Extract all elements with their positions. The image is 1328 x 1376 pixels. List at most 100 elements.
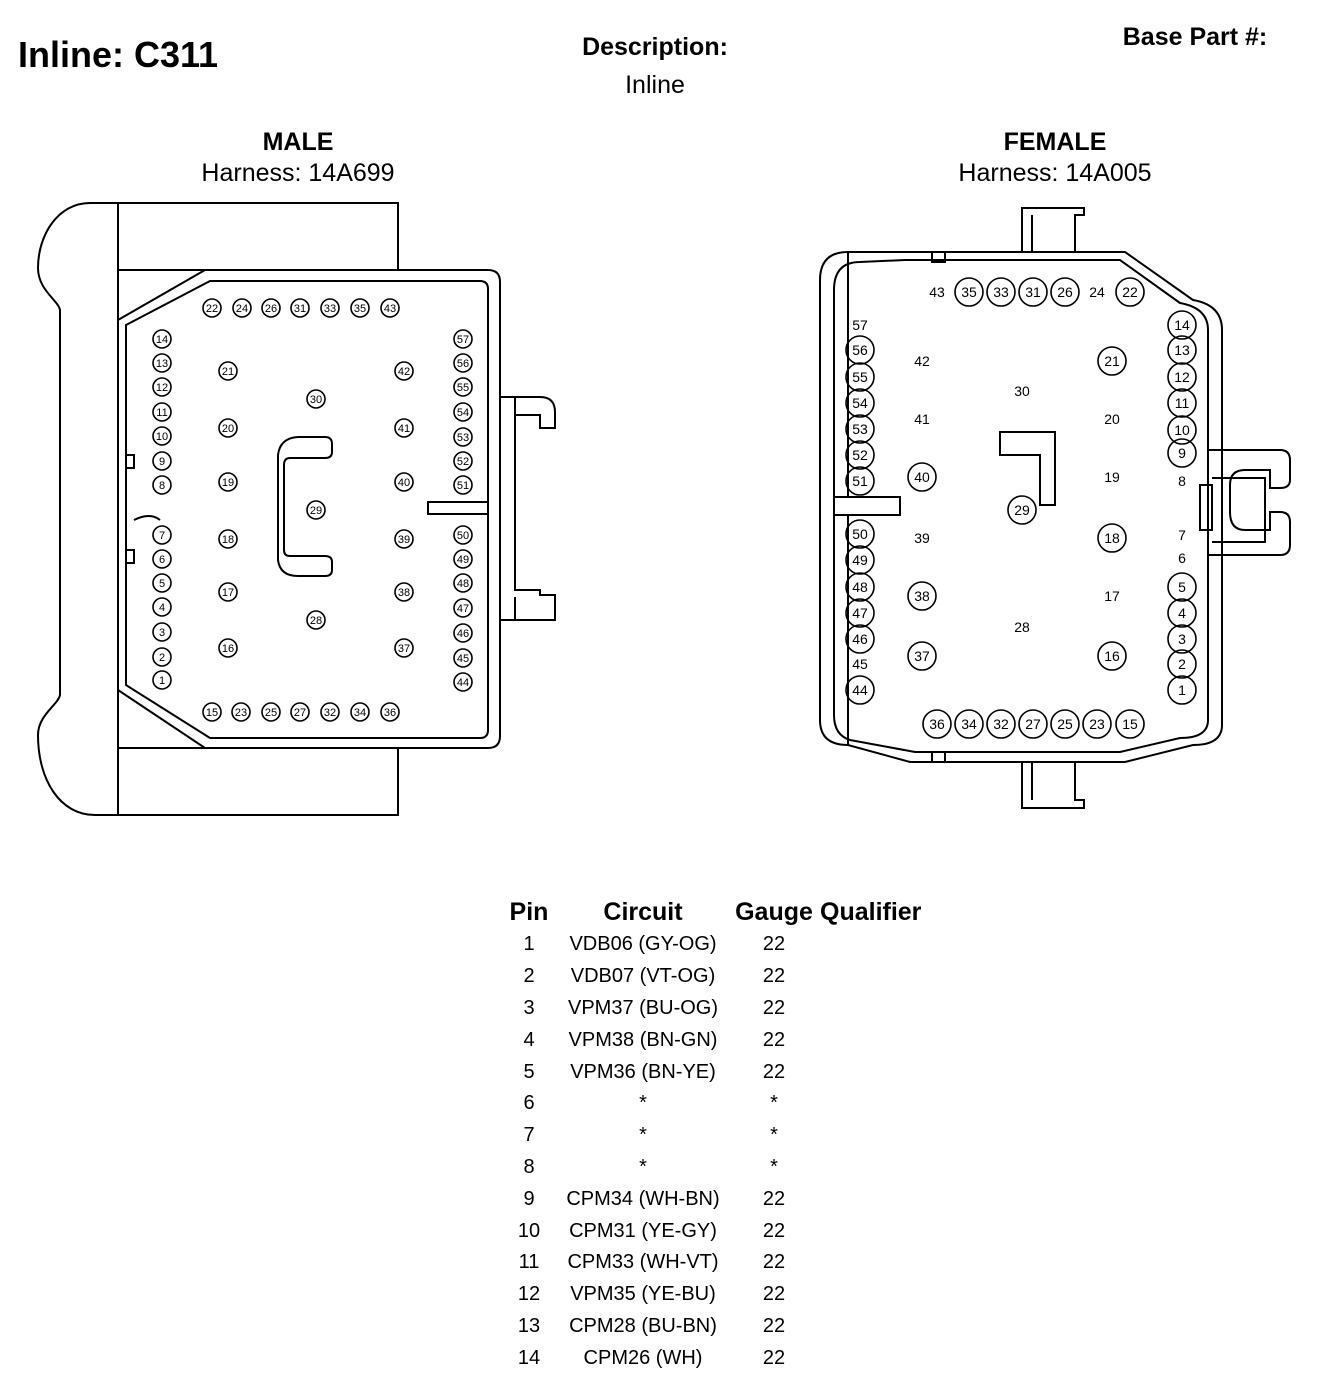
female-pin-label: 12	[1174, 369, 1190, 385]
male-pin-label: 1	[159, 675, 165, 687]
male-pin-circle	[453, 598, 473, 618]
female-pin-label: 30	[1014, 383, 1030, 399]
female-title: FEMALE	[1003, 128, 1107, 156]
male-pin-label: 7	[159, 530, 165, 542]
female-pin-label: 2	[1178, 656, 1186, 672]
male-pin-circle	[152, 475, 172, 495]
qualifier-cell	[820, 1152, 930, 1184]
pin-cell: 12	[517, 1283, 541, 1306]
male-pin-layer: 1234567891011121314151617181920212223242…	[152, 298, 473, 722]
gauge-cell: 22	[762, 1028, 786, 1051]
female-pin-label: 53	[852, 421, 868, 437]
female-pin-circle	[1115, 277, 1145, 307]
female-pin-label: 47	[852, 605, 868, 621]
female-pin-circle	[954, 277, 984, 307]
male-pin-circle	[152, 622, 172, 642]
gauge-cell: *	[770, 1155, 778, 1178]
male-pin-label: 16	[222, 643, 234, 655]
female-pin-label: 41	[914, 411, 930, 427]
female-harness: Harness: 14A005	[958, 159, 1152, 187]
female-pin-label: 17	[1104, 588, 1120, 604]
female-pin-label: 25	[1057, 716, 1073, 732]
male-pin-label: 20	[222, 423, 234, 435]
male-title: MALE	[262, 128, 334, 156]
male-pin-label: 26	[265, 303, 277, 315]
connector-diagrams: 1234567891011121314151617181920212223242…	[36, 202, 1291, 816]
female-pin-circle	[845, 519, 875, 549]
circuit-cell: VPM36 (BN-YE)	[570, 1060, 716, 1083]
male-pin-label: 27	[294, 707, 306, 719]
pin-cell: 9	[523, 1187, 535, 1210]
male-pin-label: 3	[159, 627, 165, 639]
male-pin-label: 30	[310, 394, 322, 406]
gauge-cell: 22	[762, 965, 786, 988]
male-pin-circle	[152, 451, 172, 471]
male-pin-label: 17	[222, 587, 234, 599]
qualifier-cell	[820, 1088, 930, 1120]
male-pin-circle	[152, 573, 172, 593]
male-pin-circle	[320, 702, 340, 722]
male-pin-label: 28	[310, 615, 322, 627]
male-pin-circle	[453, 427, 473, 447]
male-pin-circle	[152, 647, 172, 667]
qualifier-cell	[820, 1183, 930, 1215]
male-pin-circle	[218, 582, 238, 602]
male-pin-circle	[232, 298, 252, 318]
male-pin-label: 32	[324, 707, 336, 719]
male-pin-circle	[350, 702, 370, 722]
table-header-row: Pin Circuit Gauge Qualifier	[500, 895, 930, 929]
female-pin-label: 55	[852, 369, 868, 385]
circuit-cell: CPM34 (WH-BN)	[566, 1187, 720, 1210]
male-pin-circle	[453, 525, 473, 545]
female-pin-label: 24	[1089, 284, 1105, 300]
female-pin-circle	[1167, 649, 1197, 679]
male-pin-circle	[453, 475, 473, 495]
gauge-cell: *	[770, 1124, 778, 1147]
male-pin-circle	[152, 597, 172, 617]
male-pin-label: 52	[457, 456, 469, 468]
female-pin-circle	[1018, 277, 1048, 307]
gauge-cell: 22	[762, 1219, 786, 1242]
female-pin-label: 21	[1104, 353, 1120, 369]
female-pin-label: 11	[1175, 395, 1190, 411]
pin-cell: 4	[523, 1028, 535, 1051]
gauge-cell: 22	[762, 996, 786, 1019]
male-pin-label: 23	[235, 707, 247, 719]
male-pin-circle	[306, 610, 326, 630]
gauge-cell: 22	[762, 1060, 786, 1083]
female-pin-circle	[845, 545, 875, 575]
female-pin-circle	[1082, 709, 1112, 739]
male-pin-circle	[152, 329, 172, 349]
female-pin-circle	[845, 466, 875, 496]
female-pin-label: 32	[993, 716, 1009, 732]
female-pin-circle	[1167, 388, 1197, 418]
male-pin-circle	[453, 549, 473, 569]
male-pin-label: 15	[206, 707, 218, 719]
male-pin-label: 14	[156, 334, 168, 346]
male-harness: Harness: 14A699	[201, 159, 395, 187]
male-pin-circle	[218, 361, 238, 381]
male-pin-circle	[231, 702, 251, 722]
female-pin-label: 18	[1104, 530, 1120, 546]
female-pin-label: 44	[852, 682, 868, 698]
female-pin-circle	[1167, 572, 1197, 602]
male-pin-circle	[152, 426, 172, 446]
male-pin-circle	[320, 298, 340, 318]
qualifier-cell	[820, 1120, 930, 1152]
male-pin-circle	[218, 418, 238, 438]
female-pin-circle	[845, 414, 875, 444]
female-pin-label: 35	[961, 284, 977, 300]
male-pin-circle	[394, 582, 414, 602]
female-pin-label: 26	[1057, 284, 1073, 300]
connector-title: Inline: C311	[18, 34, 219, 75]
male-pin-label: 29	[310, 505, 322, 517]
male-pin-circle	[261, 702, 281, 722]
male-pin-circle	[218, 638, 238, 658]
female-pin-label: 43	[929, 284, 945, 300]
